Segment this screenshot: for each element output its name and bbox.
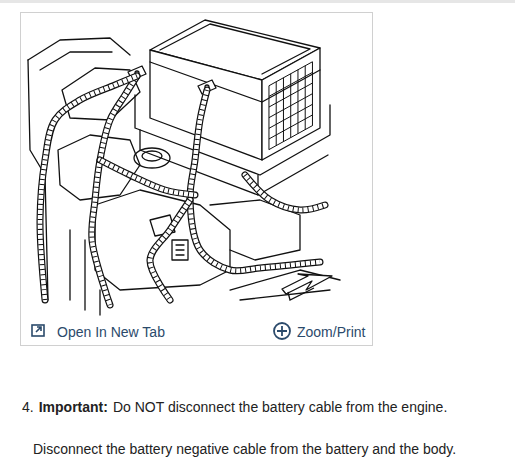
cable-wrap <box>245 175 325 210</box>
fill-cap <box>142 151 162 161</box>
engine-bay <box>28 20 340 315</box>
cable-outline <box>190 90 320 271</box>
fill-cap <box>134 148 170 168</box>
step-number: 4. <box>22 399 34 415</box>
cable-outline <box>150 200 190 300</box>
cable-fill <box>40 76 137 300</box>
vent-line <box>269 62 313 86</box>
cable-outline <box>100 160 195 195</box>
page-edge <box>0 0 515 3</box>
cable-outline <box>40 76 137 300</box>
open-tab-icon <box>32 325 44 336</box>
wrapped-cable <box>190 90 320 271</box>
step-text: Disconnect the battery negative cable fr… <box>33 441 456 457</box>
body-panel <box>28 38 130 60</box>
connector <box>176 245 184 255</box>
wrapped-cable <box>100 160 195 195</box>
step-line: 4. Important: Do NOT disconnect the batter… <box>22 399 447 415</box>
wrapped-cable <box>245 175 325 210</box>
connector <box>172 240 188 260</box>
vent-line <box>269 126 313 150</box>
vent-line <box>269 83 313 107</box>
cable-wrap <box>190 90 320 271</box>
direction-arrow <box>288 288 314 300</box>
cable-fill <box>92 76 137 305</box>
cable-wrap <box>92 76 137 305</box>
cable-wrap <box>100 160 195 195</box>
step-note: Do NOT disconnect the battery cable from… <box>113 399 447 415</box>
wrapped-cable <box>92 76 137 305</box>
figure-frame <box>21 13 373 346</box>
cable-fill <box>245 175 325 210</box>
cable-outline <box>92 76 137 305</box>
cable-outline <box>245 175 325 210</box>
frame-rail <box>230 270 340 300</box>
battery-vent-grid <box>269 62 313 150</box>
battery-rib <box>150 62 320 102</box>
cable-fill <box>190 90 320 271</box>
vent-line <box>269 94 313 118</box>
wrapped-cable <box>150 200 190 300</box>
cable-fill <box>150 200 190 300</box>
battery-front <box>262 48 320 160</box>
cable-fill <box>100 160 195 195</box>
vent-line <box>269 115 313 139</box>
toolbar-link: Open In New Tab <box>57 324 165 340</box>
vent-line <box>269 72 313 96</box>
cable-wrap <box>150 200 190 300</box>
cable-wrap <box>40 76 137 300</box>
important-label: Important: <box>39 399 108 415</box>
vent-line <box>269 104 313 128</box>
wrapped-cable <box>40 76 137 300</box>
body-panel <box>40 52 112 70</box>
battery-lip <box>160 24 310 74</box>
wire-harness <box>40 76 325 305</box>
zoom-icon <box>274 323 290 339</box>
toolbar-link: Zoom/Print <box>297 324 365 340</box>
